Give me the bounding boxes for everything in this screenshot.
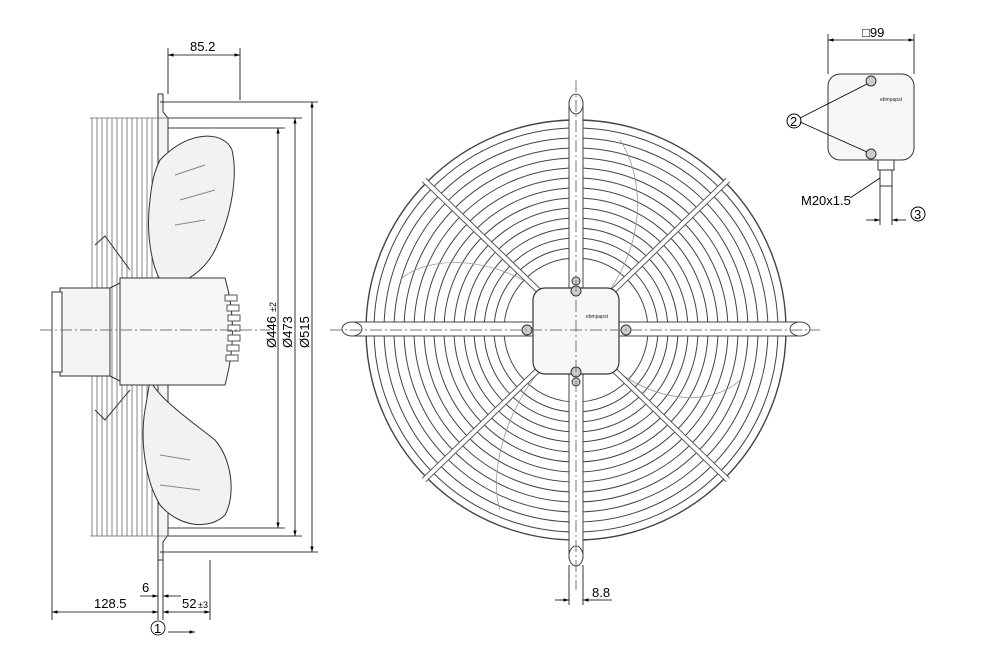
upper-blade [148,135,235,289]
dim-dia-446: Ø446 [264,316,279,348]
callout-2: 2 [790,114,797,129]
motor-rotor [119,277,233,386]
dim-dia-515: Ø515 [297,316,312,348]
dim-box-99: □99 [862,25,884,40]
lower-blade [142,378,232,526]
side-view-dimensions [51,48,318,636]
terminal-box-detail [786,34,926,225]
thread-m20: M20x1.5 [801,193,851,208]
front-brand-label: ebmpapst [586,314,609,320]
dim-128-5: 128.5 [94,596,127,611]
side-view [40,93,270,561]
front-dimension [555,565,612,605]
terminal-box-labels: □99 ebmpapst 2 M20x1.5 3 [790,25,921,222]
callout-1: 1 [154,621,161,636]
dim-8-8: 8.8 [592,585,610,600]
dim-52-tol: ±3 [198,600,208,610]
dim-dia-446-tol: ±2 [268,302,278,312]
front-view [330,80,820,590]
dim-52: 52 [182,596,196,611]
dim-85-2: 85.2 [190,39,215,54]
box-brand-label: ebmpapst [880,97,903,103]
motor-stator [59,287,111,377]
callout-3: 3 [914,207,921,222]
callout-1-circle [150,620,166,636]
dim-6: 6 [142,580,149,595]
dim-dia-473: Ø473 [280,316,295,348]
side-view-labels: 85.2 Ø446 ±2 Ø473 Ø515 128.5 6 52 ±3 1 [94,39,312,636]
